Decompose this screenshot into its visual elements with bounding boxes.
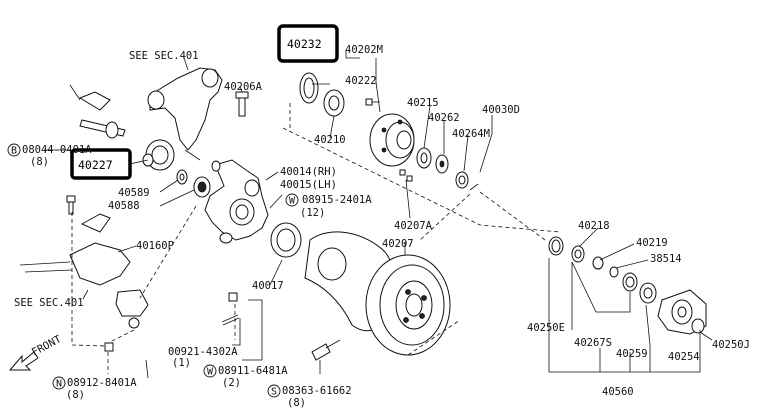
circled-letter-s-text: S (271, 387, 277, 398)
label-see-sec-401-top: SEE SEC.401 (129, 50, 199, 62)
bearing-40210-illustration (323, 89, 345, 117)
bolt-08363-illustration (311, 339, 341, 361)
label-40206a: 40206A (224, 81, 263, 93)
washer-40262-illustration (435, 154, 449, 174)
bolt-40222-illustration (365, 98, 380, 106)
label-08915-qty: (12) (300, 207, 325, 219)
label-40250e: 40250E (527, 322, 565, 334)
label-40232: 40232 (287, 37, 322, 51)
circled-letter-b-text: B (11, 146, 17, 157)
label-38514: 38514 (650, 253, 682, 265)
label-00921-qty: (1) (172, 357, 191, 369)
circled-letter-w-upper-text: W (289, 196, 296, 207)
label-08911: 08911-6481A (218, 365, 288, 377)
circled-letter-w-upper: W (285, 193, 299, 207)
seal-40017-illustration (270, 222, 302, 258)
highlight-box-40227 (70, 148, 132, 180)
bolt-40207a-illustration (399, 169, 413, 182)
label-08915: 08915-2401A (302, 194, 372, 206)
label-40227: 40227 (78, 158, 113, 172)
circled-letter-b: B (7, 143, 21, 157)
label-40202m: 40202M (345, 44, 383, 56)
label-40259: 40259 (616, 348, 648, 360)
cotter-40030d-illustration (469, 183, 479, 191)
label-40250j: 40250J (712, 339, 750, 351)
label-40215: 40215 (407, 97, 439, 109)
ball-joint-illustration (104, 289, 149, 352)
label-08044: 08044-0401A (22, 144, 92, 156)
cotter-pin-illustration (221, 314, 240, 326)
spacer-40267s-illustration (622, 272, 638, 292)
bearing-40215-illustration (416, 147, 432, 169)
label-08363: 08363-61662 (282, 385, 352, 397)
snap-ring-40250e-illustration (548, 236, 564, 256)
label-40589: 40589 (118, 187, 150, 199)
assembly-lines (71, 100, 561, 374)
label-40560: 40560 (602, 386, 634, 398)
label-40015: 40015(LH) (280, 179, 337, 191)
upper-link-illustration (147, 67, 223, 161)
label-front: FRONT (30, 333, 64, 359)
bolt-40206a-illustration (235, 91, 249, 117)
circled-letter-n: N (52, 376, 66, 390)
label-40017: 40017 (252, 280, 284, 292)
label-40219: 40219 (636, 237, 668, 249)
label-40588: 40588 (108, 200, 140, 212)
label-40207a: 40207A (394, 220, 433, 232)
label-40030d: 40030D (482, 104, 520, 116)
label-08912: 08912-8401A (67, 377, 137, 389)
washer-40219-illustration (592, 256, 604, 270)
bushing-40588-illustration (193, 176, 211, 198)
label-40218: 40218 (578, 220, 610, 232)
disc-rotor-illustration (365, 254, 451, 356)
label-40262: 40262 (428, 112, 460, 124)
label-08912-qty: (8) (66, 389, 85, 401)
label-40254: 40254 (668, 351, 700, 363)
label-08911-qty: (2) (222, 377, 241, 389)
gear-40259-illustration (639, 282, 657, 304)
label-40210: 40210 (314, 134, 346, 146)
tie-rod-illustration (69, 84, 126, 139)
label-08044-qty: (8) (30, 156, 49, 168)
label-40264m: 40264M (452, 128, 490, 140)
circled-letter-s: S (267, 384, 281, 398)
label-see-sec-401-bottom: SEE SEC.401 (14, 297, 84, 309)
steering-knuckle-illustration (204, 159, 269, 244)
oil-seal-40227-illustration (142, 139, 175, 171)
bolt-08044-illustration (66, 195, 76, 215)
label-40160p: 40160P (136, 240, 174, 252)
circled-letter-w-lower: W (203, 364, 217, 378)
label-40014: 40014(RH) (280, 166, 337, 178)
label-08363-qty: (8) (287, 397, 306, 409)
grease-seal-40232-illustration (299, 72, 319, 104)
label-40267s: 40267S (574, 337, 612, 349)
bracket-40160p-illustration (19, 213, 131, 286)
label-00921: 00921-4302A (168, 346, 238, 358)
part-labels: SEE SEC.401 40206A 40232 40202M 40222 40… (14, 37, 750, 409)
front-arrow (8, 351, 39, 371)
circled-letter-n-text: N (56, 379, 62, 390)
label-40222: 40222 (345, 75, 377, 87)
circled-letter-w-lower-text: W (207, 367, 214, 378)
seal-40589-illustration (176, 169, 188, 185)
cap-40250j-illustration (691, 318, 705, 334)
bolt-08911-illustration (228, 292, 238, 302)
leader-lines (44, 51, 713, 379)
ring-38514-illustration (609, 266, 619, 278)
label-40207: 40207 (382, 238, 414, 250)
highlight-box-40232 (277, 24, 339, 63)
seal-40218-illustration (571, 245, 585, 263)
hub-40202m-illustration (369, 113, 415, 167)
nut-40264m-illustration (455, 171, 469, 189)
